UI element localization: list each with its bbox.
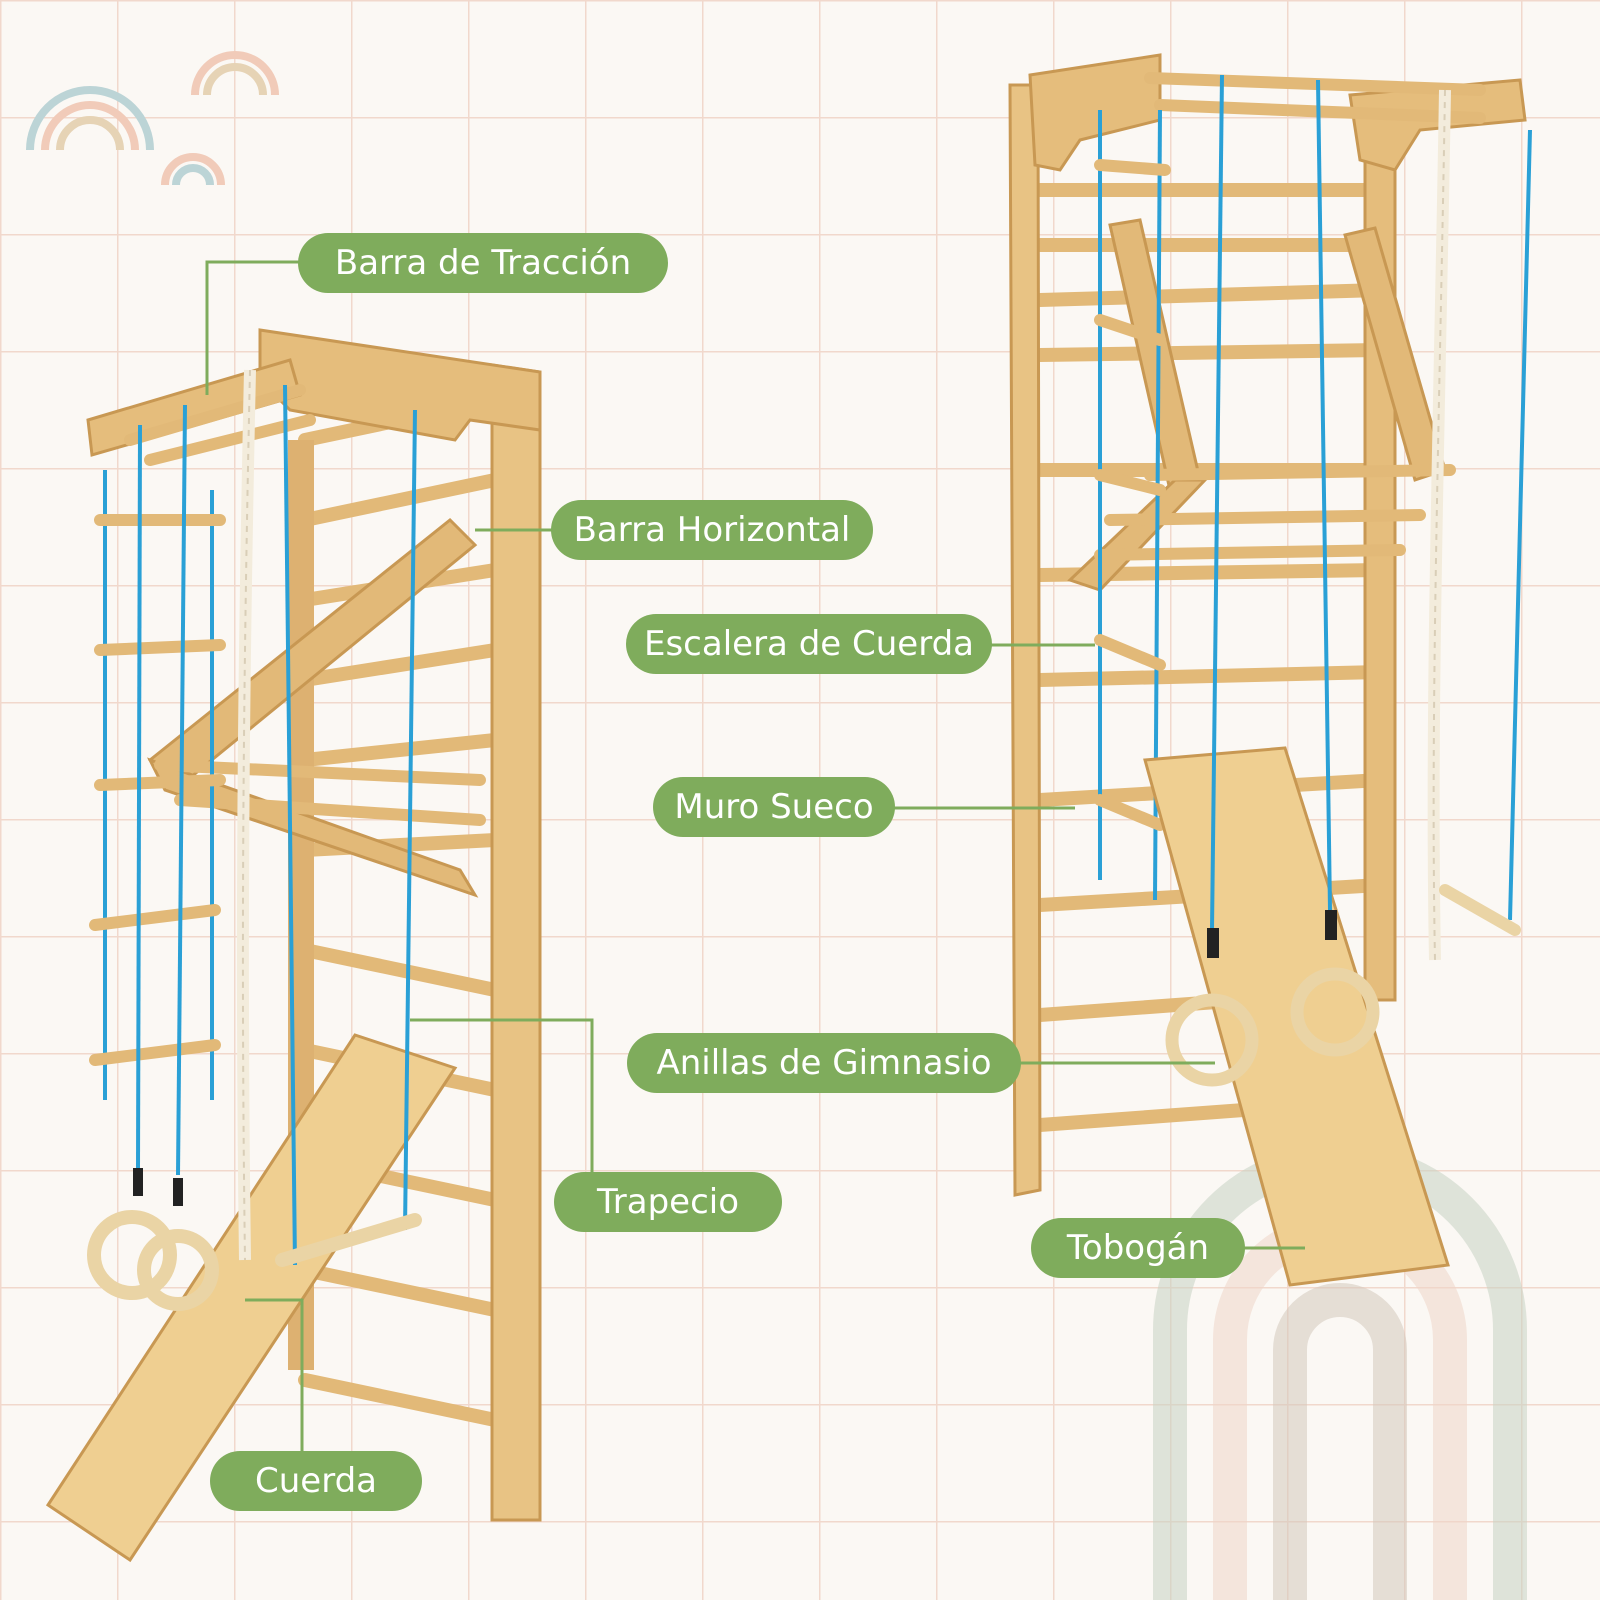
rainbow-decoration-top-left xyxy=(26,51,279,186)
right-climbing-frame xyxy=(1008,53,1532,1287)
label-pull-up-bar: Barra de Tracción xyxy=(298,233,668,293)
label-horizontal-bar: Barra Horizontal xyxy=(551,500,873,560)
label-slide: Tobogán xyxy=(1031,1218,1245,1278)
label-swedish-wall: Muro Sueco xyxy=(653,777,895,837)
left-climbing-frame xyxy=(45,328,542,1563)
label-gym-rings: Anillas de Gimnasio xyxy=(627,1033,1021,1093)
leader-lines xyxy=(205,260,1305,1455)
label-trapeze: Trapecio xyxy=(554,1172,782,1232)
label-rope: Cuerda xyxy=(210,1451,422,1511)
label-rope-ladder: Escalera de Cuerda xyxy=(626,614,992,674)
